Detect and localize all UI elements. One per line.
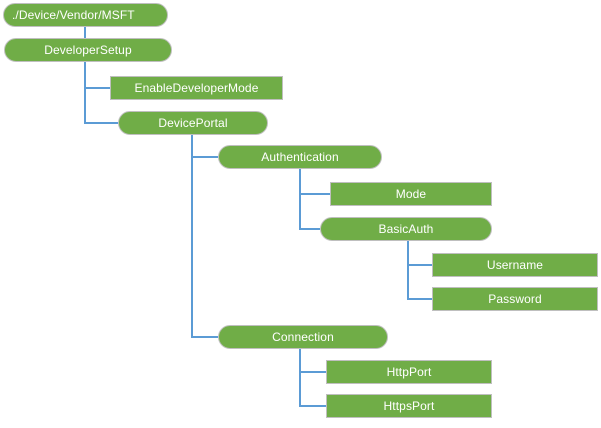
tree-connector [191, 135, 218, 158]
tree-connector [299, 169, 330, 195]
tree-node-developersetup[interactable]: DeveloperSetup [4, 38, 172, 62]
tree-connector [299, 349, 326, 407]
tree-connector [191, 135, 218, 338]
tree-node-mode[interactable]: Mode [330, 182, 492, 206]
tree-node-username[interactable]: Username [432, 253, 598, 277]
tree-node-authentication[interactable]: Authentication [218, 145, 382, 169]
tree-node-httpsport[interactable]: HttpsPort [326, 394, 492, 418]
tree-connector [407, 241, 432, 300]
tree-node-basicauth[interactable]: BasicAuth [320, 217, 492, 241]
tree-node-enabledevelopermode[interactable]: EnableDeveloperMode [110, 76, 283, 100]
tree-node-password[interactable]: Password [432, 287, 598, 311]
tree-node-httpport[interactable]: HttpPort [326, 360, 492, 384]
tree-node-connection[interactable]: Connection [218, 325, 388, 349]
tree-connector [299, 349, 326, 373]
tree-node-root[interactable]: ./Device/Vendor/MSFT [3, 3, 168, 27]
tree-node-deviceportal[interactable]: DevicePortal [118, 111, 268, 135]
tree-connector [407, 241, 432, 266]
tree-connector [299, 169, 320, 230]
tree-connector [84, 62, 110, 89]
